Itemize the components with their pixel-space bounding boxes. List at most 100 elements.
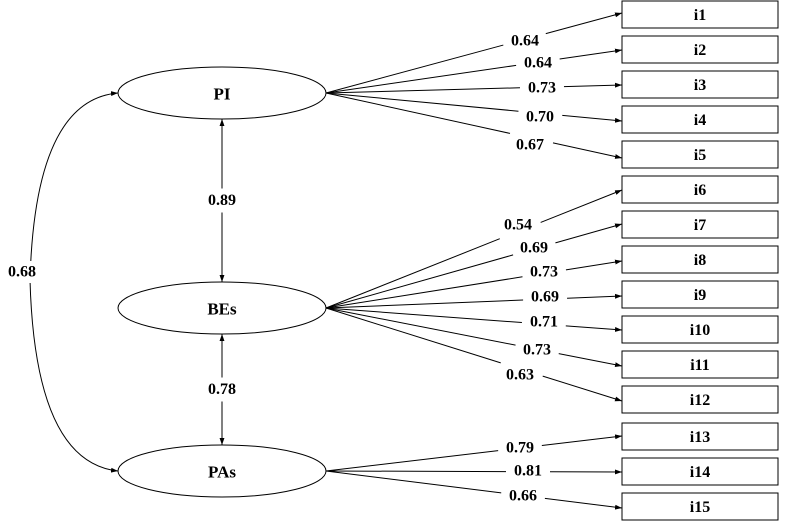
correlation-BEs-PAs-label-bg: [200, 377, 244, 402]
loading-line-i15: [325, 470, 502, 494]
correlation-PI-BEs-label-bg: [200, 188, 244, 213]
loading-line-i4: [325, 92, 519, 112]
loading-label-i5: 0.67: [516, 137, 544, 154]
latent-label-BEs: BEs: [207, 300, 237, 319]
correlation-PI-PAs-label-bg: [4, 261, 46, 283]
loading-line-i7-end: [555, 223, 623, 244]
item-box-i7: [621, 210, 779, 239]
loading-label-i8: 0.73: [530, 264, 558, 281]
loading-line-i11-end: [558, 353, 623, 368]
loading-arrow-i2: [325, 48, 623, 94]
loading-label-i6: 0.54: [504, 217, 532, 234]
item-label-i13: i13: [690, 429, 710, 446]
loading-line-i12-end: [542, 375, 623, 402]
loading-label-i4: 0.70: [526, 109, 554, 126]
item-box-i11: [621, 350, 779, 379]
item-box-i8: [621, 245, 779, 274]
loading-line-i11: [325, 307, 516, 346]
item-label-i4: i4: [694, 112, 706, 129]
loading-label-i7: 0.69: [520, 240, 548, 257]
item-box-i12: [621, 385, 779, 414]
latent-label-PAs: PAs: [208, 463, 236, 482]
item-label-i2: i2: [694, 42, 706, 59]
item-box-i1: [621, 0, 779, 29]
loading-arrow-i8: [325, 259, 623, 309]
loading-arrow-i4: [325, 92, 623, 123]
item-label-i12: i12: [690, 392, 710, 409]
loading-line-i6-end: [540, 189, 623, 223]
loading-line-i9: [325, 299, 524, 309]
correlation-PI-PAs-label: 0.68: [8, 264, 36, 281]
item-box-i10: [621, 315, 779, 344]
item-box-i3: [621, 70, 779, 99]
item-label-i3: i3: [694, 77, 706, 94]
loading-arrow-i14: [325, 469, 623, 475]
correlation-PI-BEs-label: 0.89: [208, 192, 236, 209]
item-label-i14: i14: [690, 464, 710, 481]
loading-line-i14: [325, 470, 506, 473]
loading-label-i13: 0.79: [506, 440, 534, 457]
item-label-i10: i10: [690, 322, 710, 339]
item-label-i6: i6: [694, 182, 706, 199]
loading-label-i2: 0.64: [524, 55, 552, 72]
item-box-i6: [621, 175, 779, 204]
item-label-i1: i1: [694, 7, 706, 24]
loading-line-i8: [325, 276, 523, 309]
item-label-i9: i9: [694, 287, 706, 304]
loading-line-i5-end: [552, 142, 623, 159]
loading-arrow-i12: [325, 307, 623, 402]
item-label-i8: i8: [694, 252, 706, 269]
loading-arrow-i10: [325, 307, 623, 332]
loading-line-i13-end: [541, 434, 623, 446]
loading-label-i11: 0.73: [523, 342, 551, 359]
loading-line-i10: [325, 307, 522, 324]
loading-label-i15: 0.66: [509, 488, 537, 505]
loading-line-i15-end: [544, 497, 623, 510]
loading-line-i1: [325, 44, 504, 94]
latent-label-PI: PI: [214, 85, 231, 104]
loading-label-i3: 0.73: [528, 80, 556, 97]
loading-line-i6: [325, 238, 500, 309]
loading-label-i12: 0.63: [506, 367, 534, 384]
loading-label-i10: 0.71: [530, 314, 558, 331]
item-box-i5: [621, 140, 779, 169]
loading-arrow-i11: [325, 307, 623, 368]
item-label-i15: i15: [690, 499, 710, 516]
latent-ellipse-PI: [117, 66, 327, 120]
loading-line-i1-end: [545, 12, 623, 35]
loading-line-i7: [325, 254, 514, 309]
loading-line-i9-end: [567, 293, 623, 299]
loading-arrow-i15: [325, 470, 623, 510]
item-box-i13: [621, 422, 779, 451]
loading-arrow-i9: [325, 293, 623, 309]
item-label-i5: i5: [694, 147, 706, 164]
item-box-i15: [621, 492, 779, 521]
loading-line-i10-end: [565, 325, 623, 332]
loading-arrow-i13: [325, 434, 623, 472]
loading-line-i12: [325, 307, 501, 364]
loading-line-i3-end: [563, 82, 623, 88]
loading-arrow-i5: [325, 92, 623, 159]
item-box-i2: [621, 35, 779, 64]
loading-label-i1: 0.64: [511, 33, 539, 50]
latent-ellipse-PAs: [117, 444, 327, 498]
item-label-i11: i11: [690, 357, 710, 374]
loading-line-i4-end: [562, 114, 623, 123]
loading-line-i2: [325, 64, 517, 94]
loading-label-i14: 0.81: [514, 463, 542, 480]
loading-arrow-i3: [325, 82, 623, 94]
loading-arrow-i1: [325, 12, 623, 94]
item-label-i7: i7: [694, 217, 706, 234]
loading-line-i3: [325, 87, 520, 94]
loading-line-i5: [325, 92, 511, 134]
loading-arrow-i6: [325, 189, 623, 309]
loading-line-i13: [325, 450, 499, 472]
correlation-BEs-PAs-label: 0.78: [208, 381, 236, 398]
loading-label-i9: 0.69: [531, 289, 559, 306]
item-box-i14: [621, 457, 779, 486]
loading-line-i8-end: [565, 259, 623, 271]
loading-line-i2-end: [559, 48, 623, 60]
latent-ellipse-BEs: [117, 281, 327, 335]
item-box-i4: [621, 105, 779, 134]
